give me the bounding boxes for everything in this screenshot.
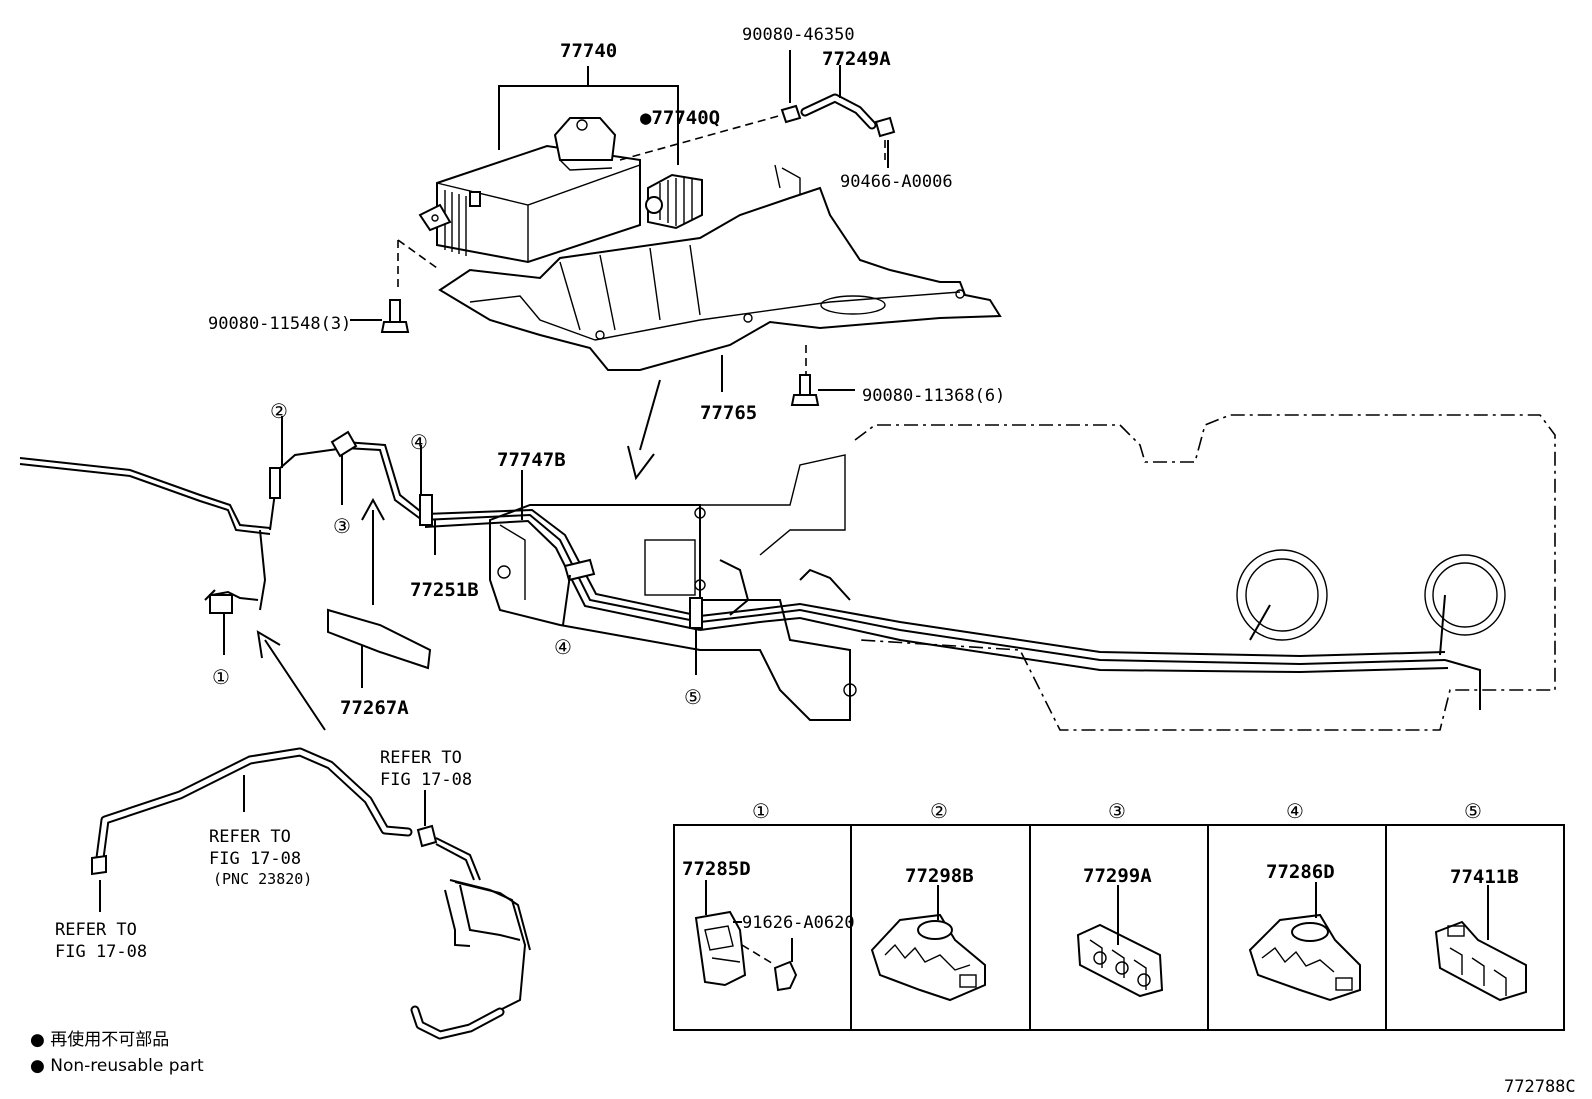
- label-77765: 77765: [700, 402, 757, 424]
- table-header-1: ①: [752, 799, 770, 823]
- label-90080-46350: 90080-46350: [742, 25, 855, 45]
- table-part-3: 77299A: [1083, 865, 1152, 887]
- label-77747b: 77747B: [497, 449, 566, 471]
- bolt-left: [350, 299, 410, 333]
- refer-top-right-line2: FIG 17-08: [380, 770, 472, 790]
- label-77740: 77740: [560, 40, 617, 62]
- bundle-clamps: [209, 430, 703, 629]
- refer-bottom-left-line2: FIG 17-08: [55, 942, 147, 962]
- clamp-table: [673, 824, 1565, 1031]
- arrow-down: [627, 379, 661, 481]
- legend-japanese: ● 再使用不可部品: [30, 1029, 169, 1050]
- label-77267a: 77267A: [340, 697, 409, 719]
- clamp-77286d: [1248, 882, 1361, 1002]
- canister-assembly: [418, 66, 703, 264]
- arrow-up-3: [361, 497, 385, 605]
- label-90080-11548: 90080-11548(3): [208, 314, 351, 334]
- table-part-1-extra: 91626-A0620: [742, 913, 855, 933]
- arrow-up-left: [256, 630, 326, 731]
- fuel-tank-outline: [854, 414, 1556, 731]
- legend: ● 再使用不可部品 ● Non-reusable part: [30, 1029, 204, 1076]
- callout-numbers: ② ③ ④ ④ ⑤ ①: [212, 399, 702, 709]
- legend-english: ● Non-reusable part: [30, 1056, 204, 1076]
- clamp-77285d: [694, 880, 798, 992]
- callout-5: ⑤: [684, 685, 702, 709]
- table-header-2: ②: [930, 799, 948, 823]
- refer-notes: REFER TO FIG 17-08 REFER TO FIG 17-08 (P…: [55, 748, 472, 962]
- table-header-4: ④: [1286, 799, 1304, 823]
- callout-3: ③: [333, 514, 351, 538]
- lower-tube-assembly: [410, 824, 531, 1040]
- label-90080-11368: 90080-11368(6): [862, 386, 1005, 406]
- table-header-3: ③: [1108, 799, 1126, 823]
- table-part-2: 77298B: [905, 865, 974, 887]
- label-77249a: 77249A: [822, 48, 891, 70]
- refer-middle-line1: REFER TO: [209, 827, 291, 847]
- table-part-5: 77411B: [1450, 866, 1519, 888]
- tank-openings: [1236, 549, 1506, 641]
- part-number-labels: 77740 ●77740Q 90080-46350 77249A 90466-A…: [208, 25, 1576, 1097]
- label-77251b: 77251B: [410, 579, 479, 601]
- clamp-77411b: [1434, 885, 1527, 1002]
- frame-bracket: [489, 454, 857, 721]
- table-part-4: 77286D: [1266, 861, 1335, 883]
- clamp-table-labels: ① ② ③ ④ ⑤ 77285D 91626-A0620 77298B 7729…: [682, 799, 1519, 933]
- tube-bundle: [19, 441, 1481, 710]
- table-part-1: 77285D: [682, 858, 751, 880]
- refer-top-right-line1: REFER TO: [380, 748, 462, 768]
- callout-4-top: ④: [410, 430, 428, 454]
- table-header-5: ⑤: [1464, 799, 1482, 823]
- protector-plate: [438, 164, 1002, 392]
- callout-2: ②: [270, 399, 288, 423]
- refer-middle-line2: FIG 17-08: [209, 849, 301, 869]
- refer-middle-line3: (PNC 23820): [213, 870, 312, 888]
- bolt-right: [790, 374, 855, 406]
- clamp-77298b: [870, 885, 986, 1002]
- protector-77267a: [327, 608, 432, 670]
- label-77740q: ●77740Q: [640, 107, 720, 129]
- catalog-code: 772788C: [1504, 1077, 1576, 1097]
- refer-bottom-left-line1: REFER TO: [55, 920, 137, 940]
- label-90466-a0006: 90466-A0006: [840, 172, 953, 192]
- hose-77249a: [780, 50, 896, 168]
- callout-1: ①: [212, 665, 230, 689]
- callout-4-bottom: ④: [554, 635, 572, 659]
- clamp-77299a: [1076, 885, 1164, 998]
- vent-tube: [91, 747, 426, 912]
